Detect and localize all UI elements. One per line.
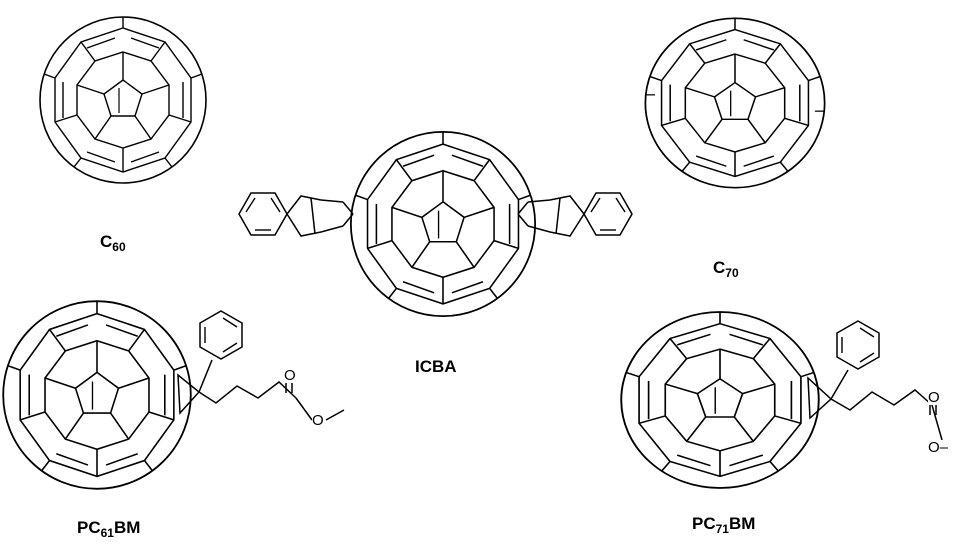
label-pc61bm: PC61BM — [77, 518, 140, 540]
label-c60-prefix: C — [100, 232, 113, 251]
label-c70-prefix: C — [713, 258, 726, 277]
label-icba-prefix: ICBA — [415, 357, 457, 376]
label-c70-sub: 70 — [725, 266, 739, 280]
label-c60-sub: 60 — [112, 240, 126, 254]
label-c60: C60 — [100, 232, 126, 254]
label-pc71bm-prefix: PC — [692, 514, 716, 533]
pc71bm-ester-oxygen: O– — [928, 439, 949, 456]
c70-structure — [644, 17, 826, 189]
pc71bm-carbonyl-oxygen: O — [928, 389, 940, 406]
label-icba: ICBA — [415, 357, 457, 379]
label-c70: C70 — [713, 258, 739, 280]
c60-structure — [39, 16, 207, 184]
label-pc61bm-prefix: PC — [77, 518, 101, 537]
label-pc61bm-suffix: BM — [113, 518, 141, 537]
pc61bm-ester-oxygen: O — [312, 412, 324, 429]
label-pc71bm: PC71BM — [692, 514, 755, 536]
pc71bm-structure — [620, 311, 943, 489]
icba-structure — [238, 130, 633, 318]
label-pc71bm-sub: 71 — [715, 522, 729, 536]
label-pc61bm-sub: 61 — [100, 526, 114, 540]
pc61bm-structure — [2, 300, 345, 490]
pc61bm-carbonyl-oxygen: O — [284, 367, 296, 384]
label-pc71bm-suffix: BM — [728, 514, 756, 533]
